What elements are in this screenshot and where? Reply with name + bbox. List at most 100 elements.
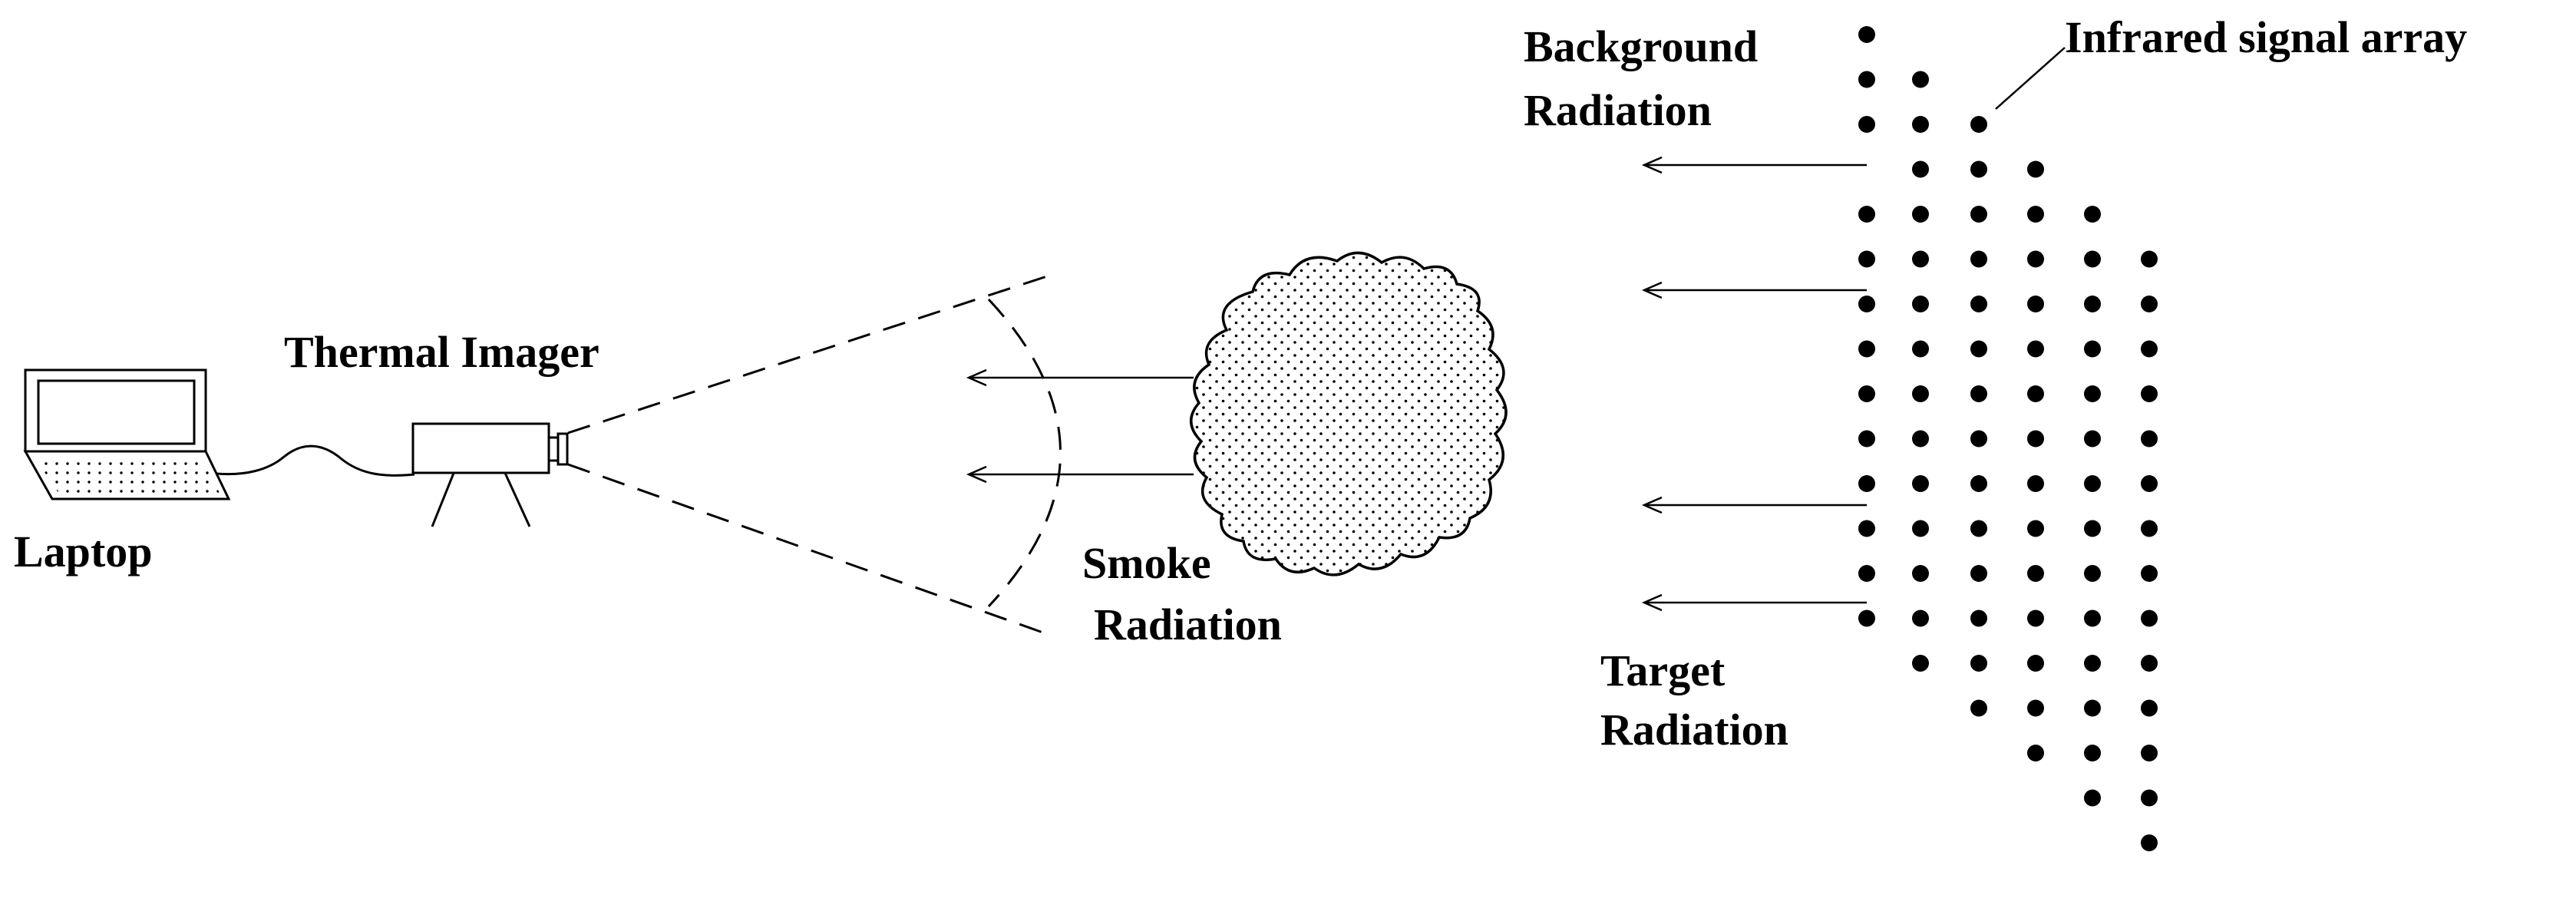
array-dot — [1970, 520, 1987, 537]
background-radiation-arrows — [1641, 156, 1867, 299]
array-dot — [1970, 340, 1987, 358]
array-dot — [1970, 385, 1987, 402]
array-dot — [2084, 385, 2101, 402]
array-dot — [1970, 655, 1987, 672]
array-dot — [1970, 206, 1987, 223]
array-dot — [2027, 296, 2044, 312]
array-dot — [2027, 340, 2044, 358]
array-dot — [2141, 340, 2158, 358]
array-dot — [1912, 160, 1929, 178]
smoke-radiation-label-line2: Radiation — [1094, 600, 1282, 649]
target-radiation-arrows — [1641, 496, 1867, 612]
array-dot — [1858, 26, 1875, 43]
array-dot — [1970, 475, 1987, 492]
array-dot — [1970, 609, 1987, 627]
array-dot — [2027, 160, 2044, 178]
array-dot — [1912, 71, 1929, 88]
array-dot — [1970, 250, 1987, 268]
target-radiation-label-line1: Target — [1600, 646, 1726, 695]
array-dot — [1912, 385, 1929, 402]
array-dot — [2141, 296, 2158, 312]
array-dot — [1858, 206, 1875, 223]
array-dot — [2141, 745, 2158, 761]
array-dot — [2084, 296, 2101, 312]
array-dot — [2141, 655, 2158, 672]
array-dot — [2027, 430, 2044, 448]
background-radiation-label-line1: Background — [1524, 21, 1758, 71]
thermal-imager-icon — [411, 422, 569, 527]
smoke-radiation-label-line1: Smoke — [1082, 538, 1211, 588]
array-dot — [1912, 565, 1929, 582]
array-dot — [1858, 520, 1875, 537]
array-dot — [1912, 655, 1929, 672]
array-dot — [2027, 520, 2044, 537]
array-dot — [1970, 296, 1987, 312]
array-dot — [2084, 565, 2101, 582]
infrared-signal-array-label: Infrared signal array — [2065, 12, 2467, 62]
array-dot — [2141, 385, 2158, 402]
array-dot — [2084, 745, 2101, 761]
array-dot — [2084, 789, 2101, 807]
array-dot — [1912, 296, 1929, 312]
array-dot — [2141, 609, 2158, 627]
array-dot — [2141, 565, 2158, 582]
array-dot — [2084, 520, 2101, 537]
array-dot — [1858, 340, 1875, 358]
array-dot — [2027, 745, 2044, 761]
array-dot — [2084, 609, 2101, 627]
array-dot — [2141, 834, 2158, 851]
array-dot — [2027, 475, 2044, 492]
array-dot — [1858, 565, 1875, 582]
array-dot — [2084, 340, 2101, 358]
array-dot — [2027, 609, 2044, 627]
array-dot — [1970, 160, 1987, 178]
array-dot — [2084, 655, 2101, 672]
array-dot — [1912, 430, 1929, 448]
array-dot — [1970, 699, 1987, 717]
array-dot — [2027, 699, 2044, 717]
array-label-leader — [1995, 47, 2066, 110]
laptop-label: Laptop — [14, 527, 153, 576]
array-dot — [1912, 520, 1929, 537]
array-dot — [2141, 789, 2158, 807]
array-dot — [2027, 385, 2044, 402]
array-dot — [2084, 206, 2101, 223]
array-dot — [2027, 655, 2044, 672]
array-dot — [2084, 475, 2101, 492]
array-dot — [2141, 699, 2158, 717]
array-dot — [2084, 430, 2101, 448]
array-dot — [1858, 71, 1875, 88]
array-dot — [2027, 206, 2044, 223]
array-dot — [1970, 116, 1987, 133]
thermal-imager-label: Thermal Imager — [284, 327, 599, 377]
array-dot — [1858, 296, 1875, 312]
target-radiation-label-line2: Radiation — [1600, 705, 1788, 755]
array-dot — [1858, 116, 1875, 133]
array-dot — [1970, 430, 1987, 448]
laptop-icon — [23, 368, 231, 500]
array-dot — [1858, 430, 1875, 448]
connection-cable — [216, 444, 415, 477]
array-dot — [2027, 250, 2044, 268]
array-dot — [2141, 475, 2158, 492]
field-of-view — [567, 273, 1062, 637]
array-dot — [2084, 699, 2101, 717]
array-dot — [1858, 475, 1875, 492]
array-dot — [1912, 206, 1929, 223]
array-dot — [2141, 520, 2158, 537]
array-dot — [2141, 430, 2158, 448]
array-dot — [1970, 565, 1987, 582]
array-dot — [2141, 250, 2158, 268]
array-dot — [1912, 609, 1929, 627]
array-dot — [1912, 116, 1929, 133]
array-dot — [2084, 250, 2101, 268]
array-dot — [1858, 250, 1875, 268]
smoke-cloud — [1190, 251, 1508, 576]
array-dot — [1912, 340, 1929, 358]
array-dot — [1912, 475, 1929, 492]
array-dot — [1858, 385, 1875, 402]
array-dot — [1858, 609, 1875, 627]
background-radiation-label-line2: Radiation — [1524, 85, 1712, 135]
array-dot — [2027, 565, 2044, 582]
